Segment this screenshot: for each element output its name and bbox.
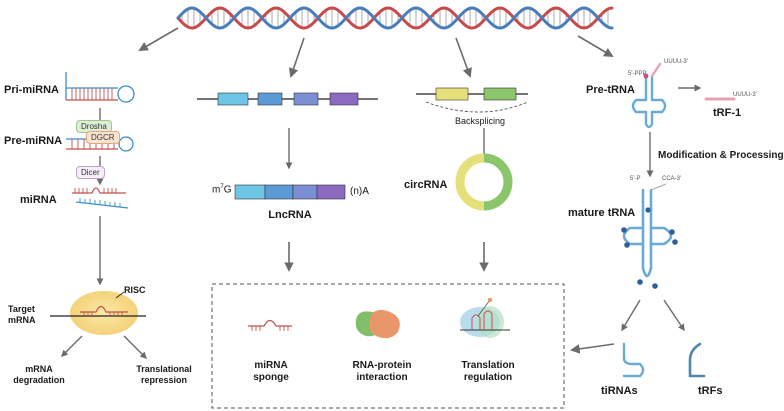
mrna-degradation-line2: degradation: [13, 375, 65, 385]
mirna-sponge-line2: sponge: [253, 372, 289, 383]
dna-strand-blue: [176, 6, 614, 30]
rna-protein-line2: interaction: [356, 372, 408, 383]
dna-strand-red: [176, 6, 614, 30]
trf-fragment: [688, 342, 706, 378]
modification-processing-label: Modification & Processing: [658, 150, 784, 161]
dicer-badge: Dicer: [76, 166, 105, 179]
circrna-ring: [455, 153, 513, 211]
lncrna-polya-label: (n)A: [350, 186, 369, 197]
mirna-label: miRNA: [20, 194, 57, 206]
mirna-duplex: [72, 187, 129, 209]
mature-trna-structure: [622, 183, 673, 278]
dgcr-badge: DGCR: [86, 131, 120, 144]
mature-trna-label: mature tRNA: [568, 207, 636, 219]
circrna-label: circRNA: [404, 179, 448, 191]
trf1-label: tRF-1: [713, 107, 742, 119]
functions-box: [211, 283, 565, 409]
pre-trna-5ppp-dot: [643, 73, 649, 79]
lncrna-transcript: [234, 184, 346, 200]
risc-label: RISC: [124, 285, 146, 295]
pre-mirna-label: Pre-miRNA: [4, 135, 63, 147]
translational-repression-line1: Translational: [136, 364, 192, 374]
risc-complex: [50, 291, 146, 335]
pri-mirna-label: Pri-miRNA: [4, 84, 60, 96]
tirnas-label: tiRNAs: [601, 385, 638, 397]
pre-trna-label: Pre-tRNA: [586, 84, 635, 96]
circrna-gene: [416, 87, 529, 113]
translational-repression-line2: repression: [140, 375, 188, 385]
mrna-degradation-line1: mRNA: [25, 364, 53, 374]
risc-outcome-arrows: [61, 335, 147, 359]
pre-trna-structure: [631, 62, 667, 129]
branch-arrows: [138, 27, 614, 78]
pre-trna-uuuu-label: UUUU-3': [664, 59, 688, 65]
mature-trna-5p-label: 5'-P: [630, 176, 641, 182]
target-mrna-line2: mRNA: [8, 315, 36, 325]
sponge-icon: [248, 319, 292, 331]
mirna-sponge-line1: miRNA: [254, 360, 288, 371]
trfs-label: tRFs: [698, 385, 723, 397]
lncrna-gene: [197, 92, 378, 106]
tirna-fragment: [622, 342, 645, 378]
lncrna-cap-label: m7G: [212, 184, 232, 196]
trna-function-arrow: [570, 343, 615, 354]
pre-trna-5ppp-label: 5'-PPP: [628, 71, 647, 77]
trf1-uuuu-label: UUUU-3': [733, 92, 757, 98]
mature-trna-cca-label: CCA-3': [662, 176, 682, 182]
pri-mirna-hairpin: [65, 72, 135, 103]
translation-regulation-icon: [460, 297, 510, 338]
lncrna-label: LncRNA: [268, 209, 312, 221]
dna-helix: [176, 6, 614, 30]
target-mrna-line1: Target: [8, 304, 35, 314]
trna-split-arrows: [621, 299, 685, 332]
rna-protein-icon: [355, 310, 400, 339]
trna-modification-dots: [621, 207, 678, 289]
backsplicing-label: Backsplicing: [455, 116, 506, 126]
translation-regulation-line1: Translation: [461, 360, 515, 371]
translation-regulation-line2: regulation: [463, 372, 513, 383]
rna-protein-line1: RNA-protein: [352, 360, 412, 371]
